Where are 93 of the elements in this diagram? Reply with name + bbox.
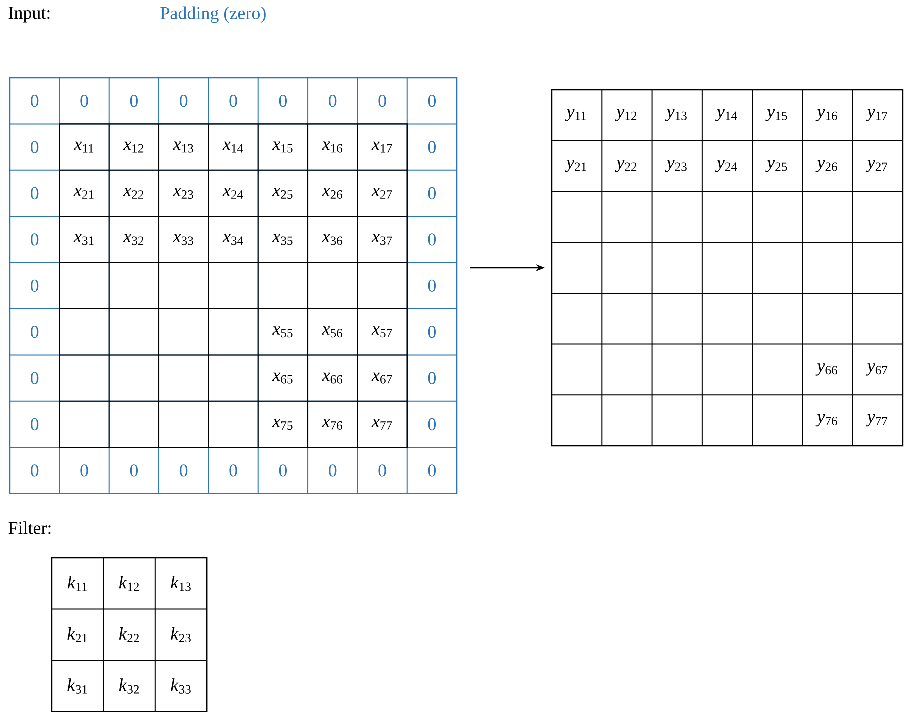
cell-value: 0 <box>180 95 188 108</box>
cell-value: 0 <box>329 95 337 108</box>
cell-value: 0 <box>31 187 39 200</box>
cell-value: y$_{66}$ <box>816 364 838 376</box>
cell-value: x$_{57}$ <box>372 326 392 338</box>
cell-value: x$_{77}$ <box>372 419 392 430</box>
cell-value: x$_{56}$ <box>322 326 343 338</box>
cell-value: x$_{66}$ <box>322 372 343 384</box>
output-grid <box>551 89 904 447</box>
heading: Filter: <box>8 522 51 534</box>
cell-value: 0 <box>31 326 39 338</box>
cell-value: 0 <box>329 464 337 477</box>
cell-value: x$_{12}$ <box>123 142 144 153</box>
cell-value: x$_{14}$ <box>222 142 244 153</box>
cell-value: x$_{25}$ <box>272 188 293 199</box>
cell-value: 0 <box>31 141 39 154</box>
cell-value: 0 <box>230 95 238 108</box>
cell-value: 0 <box>31 234 39 246</box>
cell-value: x$_{32}$ <box>123 234 144 246</box>
cell-value: x$_{26}$ <box>322 188 343 199</box>
cell-value: 0 <box>80 464 88 477</box>
cell-value: y$_{76}$ <box>816 414 838 427</box>
cell-value: y$_{27}$ <box>866 160 888 172</box>
cell-value: y$_{14}$ <box>715 109 738 122</box>
cell-value: x$_{31}$ <box>74 234 94 246</box>
cell-value: k$_{12}$ <box>119 576 140 592</box>
cell-value: x$_{37}$ <box>372 234 392 246</box>
cell-value: 0 <box>31 95 39 108</box>
cell-value: 0 <box>80 95 88 108</box>
cell-value: y$_{11}$ <box>565 109 586 122</box>
cell-value: x$_{27}$ <box>372 188 392 199</box>
cell-value: y$_{24}$ <box>715 160 738 172</box>
cell-value: x$_{55}$ <box>272 326 293 338</box>
cell-value: 0 <box>130 464 138 477</box>
cell-value: y$_{26}$ <box>816 160 838 172</box>
cell-value: k$_{32}$ <box>119 678 140 694</box>
cell-value: 0 <box>378 464 386 477</box>
cell-value: 0 <box>31 464 39 477</box>
cell-value: y$_{16}$ <box>816 109 838 122</box>
cell-value: x$_{33}$ <box>173 234 194 246</box>
cell-value: k$_{31}$ <box>68 678 88 694</box>
cell-value: x$_{23}$ <box>173 188 194 199</box>
cell-value: 0 <box>31 418 39 431</box>
cell-value: 0 <box>180 464 188 477</box>
cell-value: x$_{75}$ <box>272 419 293 430</box>
cell-value: 0 <box>428 418 436 431</box>
cell-value: 0 <box>428 187 436 200</box>
cell-value: 0 <box>428 464 436 477</box>
cell-value: x$_{34}$ <box>222 234 244 246</box>
cell-value: 0 <box>428 95 436 108</box>
cell-value: 0 <box>279 464 287 477</box>
cell-value: 0 <box>279 95 287 108</box>
cell-value: k$_{22}$ <box>119 627 140 642</box>
cell-value: x$_{17}$ <box>372 142 392 153</box>
cell-value: x$_{36}$ <box>322 234 343 246</box>
cell-value: k$_{11}$ <box>68 576 88 592</box>
cell-value: 0 <box>130 95 138 108</box>
cell-value: y$_{23}$ <box>665 160 687 172</box>
heading: Input: <box>8 7 50 23</box>
cell-value: 0 <box>428 372 436 384</box>
cell-value: y$_{13}$ <box>665 109 687 122</box>
cell-value: y$_{67}$ <box>866 364 888 376</box>
cell-value: x$_{22}$ <box>123 188 144 199</box>
cell-value: 0 <box>31 280 39 292</box>
cell-value: x$_{21}$ <box>74 188 94 199</box>
cell-value: y$_{15}$ <box>766 109 788 122</box>
cell-value: y$_{21}$ <box>565 160 586 172</box>
node-label: Padding (zero) <box>160 6 266 24</box>
cell-value: k$_{21}$ <box>68 627 88 642</box>
cell-value: y$_{12}$ <box>615 109 637 122</box>
cell-value: x$_{65}$ <box>272 372 293 384</box>
cell-value: x$_{13}$ <box>173 142 194 153</box>
cell-value: 0 <box>428 326 436 338</box>
cell-value: x$_{67}$ <box>372 372 392 384</box>
cell-value: y$_{77}$ <box>866 414 888 427</box>
cell-value: k$_{33}$ <box>171 678 191 694</box>
cell-value: k$_{13}$ <box>171 576 191 592</box>
cell-value: y$_{17}$ <box>866 109 888 122</box>
cell-value: y$_{25}$ <box>766 160 788 172</box>
cell-value: 0 <box>428 280 436 292</box>
cell-value: 0 <box>428 141 436 154</box>
cell-value: 0 <box>428 234 436 246</box>
cell-value: 0 <box>230 464 238 477</box>
cell-value: y$_{22}$ <box>615 160 637 172</box>
cell-value: x$_{16}$ <box>322 142 343 153</box>
cell-value: x$_{11}$ <box>74 142 94 153</box>
cell-value: x$_{15}$ <box>272 142 293 153</box>
cell-value: x$_{76}$ <box>322 419 343 430</box>
cell-value: k$_{23}$ <box>171 627 191 643</box>
cell-value: x$_{35}$ <box>272 234 293 246</box>
cell-value: x$_{24}$ <box>222 188 244 199</box>
cell-value: 0 <box>378 95 386 108</box>
cell-value: 0 <box>31 372 39 384</box>
